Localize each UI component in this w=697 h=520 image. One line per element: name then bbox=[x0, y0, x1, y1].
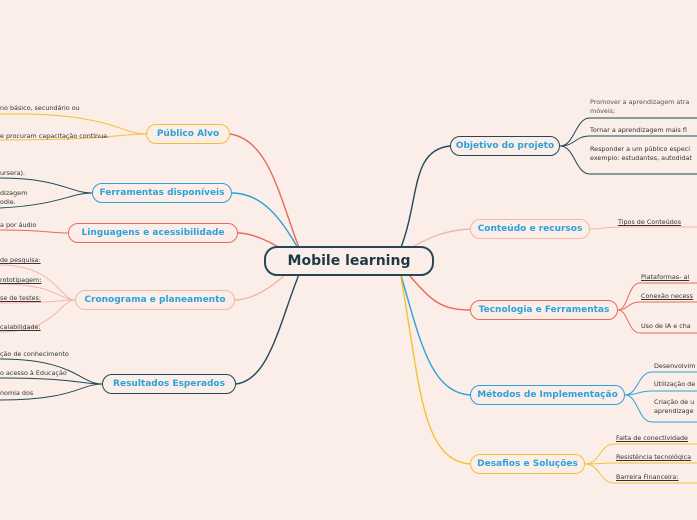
leaf-objetivo-1: Promover a aprendizagem atra bbox=[590, 98, 690, 106]
node-cronograma[interactable]: Cronograma e planeamento bbox=[75, 290, 235, 310]
node-conteudo[interactable]: Conteúdo e recursos bbox=[470, 219, 590, 239]
leaf-metodos-2: Utilização de bbox=[654, 380, 696, 388]
leaf-metodos-1: Desenvolvim bbox=[654, 362, 696, 370]
leaf-resultados-2: o acesso à Educação bbox=[0, 369, 67, 377]
node-tecnologia[interactable]: Tecnologia e Ferramentas bbox=[470, 300, 618, 320]
leaf-objetivo-3: Tornar a aprendizagem mais fl bbox=[590, 126, 687, 134]
leaf-publico-2: e procuram capacitação contínua. bbox=[0, 132, 110, 140]
leaf-tecnologia-1: Plataformas- al bbox=[641, 273, 690, 281]
leaf-objetivo-2: móveis; bbox=[590, 107, 616, 115]
leaf-desafios-1: Falta de conectividade bbox=[616, 434, 688, 442]
node-ferramentas[interactable]: Ferramentas disponíveis bbox=[92, 183, 232, 203]
leaf-metodos-3: Criação de u bbox=[654, 398, 695, 406]
node-metodos[interactable]: Métodos de Implementação bbox=[470, 385, 625, 405]
leaf-objetivo-5: exemplo: estudantes, autodidat bbox=[590, 154, 692, 162]
leaf-ferramentas-3: odle. bbox=[0, 198, 16, 206]
leaf-desafios-2: Resistência tecnológica bbox=[616, 453, 692, 461]
node-linguagens[interactable]: Linguagens e acessibilidade bbox=[68, 223, 238, 243]
node-resultados[interactable]: Resultados Esperados bbox=[102, 374, 236, 394]
leaf-publico-1: no básico, secundário ou bbox=[0, 104, 80, 112]
leaf-resultados-3: nomia dos bbox=[0, 389, 34, 397]
leaf-objetivo-4: Responder a um público especi bbox=[590, 145, 691, 153]
leaf-tecnologia-2: Conexão necess bbox=[641, 292, 693, 300]
leaf-cronograma-3: se de testes: bbox=[0, 294, 41, 302]
node-objetivo[interactable]: Objetivo do projeto bbox=[450, 136, 560, 156]
leaf-desafios-3: Barreira Financeira: bbox=[616, 473, 679, 481]
central-topic[interactable]: Mobile learning bbox=[264, 246, 434, 276]
leaf-cronograma-4: calabilidade: bbox=[0, 323, 41, 331]
leaf-ferramentas-2: dizagem bbox=[0, 189, 28, 197]
leaf-conteudo-1: Tipos de Conteúdos bbox=[618, 218, 682, 226]
leaf-ferramentas-1: ursera). bbox=[0, 169, 26, 177]
node-publico-alvo[interactable]: Público Alvo bbox=[146, 124, 230, 144]
leaf-tecnologia-3: Uso de IA e cha bbox=[641, 322, 691, 330]
leaf-metodos-4: aprendizage bbox=[654, 407, 694, 415]
node-desafios[interactable]: Desafios e Soluções bbox=[470, 454, 585, 474]
leaf-resultados-1: ção de conhecimento bbox=[0, 350, 69, 358]
leaf-cronograma-2: rototipagem: bbox=[0, 276, 42, 284]
leaf-linguagens-1: a por áudio bbox=[0, 221, 37, 229]
leaf-cronograma-1: de pesquisa: bbox=[0, 256, 41, 264]
